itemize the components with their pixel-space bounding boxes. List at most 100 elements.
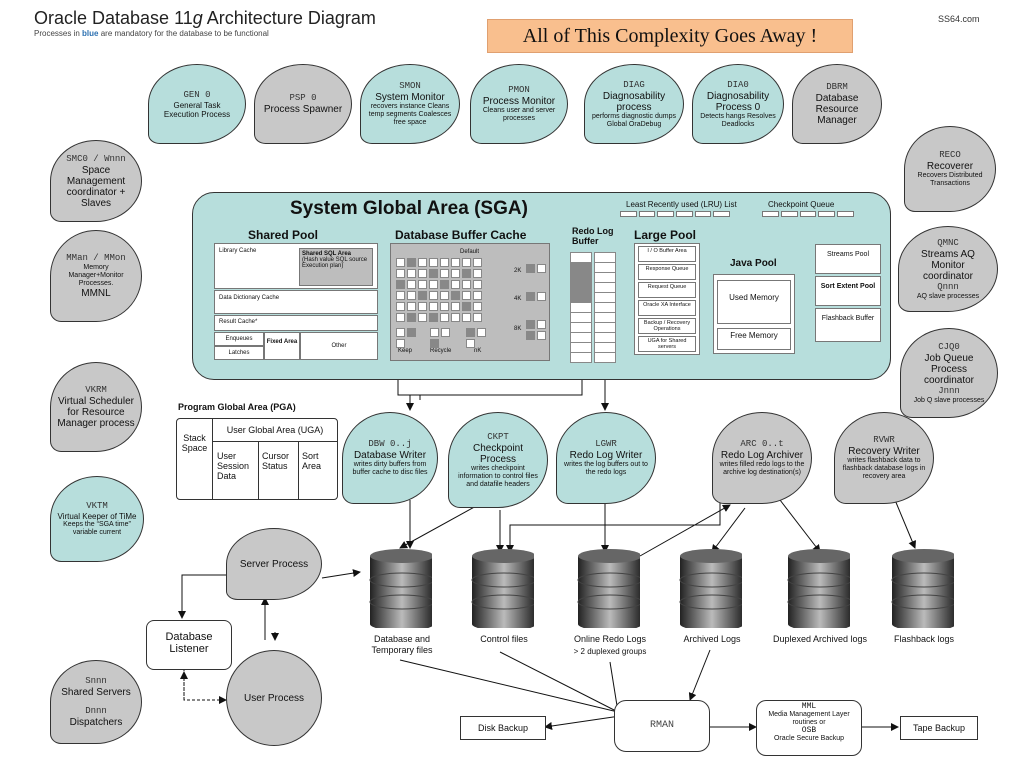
buffer-block	[462, 302, 471, 311]
process-diag: DIAG Diagnosability process performs dia…	[584, 64, 684, 144]
buffer-block	[429, 269, 438, 278]
process-subcode: Jnnn	[938, 385, 960, 396]
buffer-block	[430, 339, 439, 348]
buffer-cache-title: Database Buffer Cache	[395, 228, 527, 242]
process-desc: writes filled redo logs to the archive l…	[719, 461, 805, 476]
buffer-block	[462, 280, 471, 289]
process-desc: Cleans user and server processes	[482, 107, 556, 122]
buffer-block	[407, 302, 416, 311]
shared-sql-desc: (Hash value SQL source Execution plan)	[302, 257, 368, 269]
pga-title: Program Global Area (PGA)	[178, 402, 296, 412]
process-rvwr: RVWR Recovery Writer writes flashback da…	[834, 412, 934, 504]
large-pool-item: I / O Buffer Area	[638, 246, 696, 262]
file-label: Archived Logs	[683, 634, 741, 644]
shared-sql-area: Shared SQL Area (Hash value SQL source E…	[299, 248, 373, 286]
shared-pool-title: Shared Pool	[248, 228, 319, 242]
large-pool-title: Large Pool	[634, 228, 697, 242]
buffer-block	[537, 292, 546, 301]
process-name: Diagnosability process	[602, 90, 666, 113]
buffer-block	[396, 269, 405, 278]
process-code: CKPT	[487, 431, 509, 442]
buffer-block	[451, 302, 460, 311]
dispatchers-name: Dispatchers	[69, 717, 123, 728]
database-disk-icon	[369, 549, 432, 628]
checkpoint-queue-label: Checkpoint Queue	[768, 200, 835, 209]
buffer-block	[418, 269, 427, 278]
buffer-block	[473, 302, 482, 311]
buffer-block	[466, 339, 475, 348]
process-gen0: GEN 0 General Task Execution Process	[148, 64, 246, 144]
nk-label: nK	[474, 348, 482, 354]
buffer-block	[462, 258, 471, 267]
buffer-block	[440, 291, 449, 300]
osb-label: Oracle Secure Backup	[773, 735, 845, 742]
process-code: DBRM	[826, 82, 848, 92]
keep-label: Keep	[398, 348, 413, 354]
process-desc: recovers instance Cleans temp segments C…	[368, 103, 452, 126]
process-psp0: PSP 0 Process Spawner	[254, 64, 352, 144]
file-label: Database and Temporary files	[371, 634, 433, 655]
process-code: GEN 0	[183, 89, 211, 100]
process-name: Virtual Keeper of TiMe	[57, 512, 137, 521]
database-disk-icon	[679, 549, 742, 628]
process-name: Job Queue Process coordinator	[923, 352, 975, 386]
page-title: Oracle Database 11g Architecture Diagram	[34, 8, 376, 28]
process-desc: Recovers Distributed Transactions	[917, 172, 983, 187]
file-label: Online Redo Logs	[573, 634, 647, 644]
buffer-block	[451, 313, 460, 322]
cursor-status: Cursor Status	[259, 441, 299, 499]
latches: Latches	[214, 346, 264, 360]
buffer-block	[418, 313, 427, 322]
database-disk-icon	[471, 549, 534, 628]
process-code: DBW 0..j	[368, 439, 412, 449]
process-code: ARC 0..t	[740, 439, 784, 449]
shared-sql-label: Shared SQL Area	[302, 251, 352, 257]
streams-pool: Streams Pool	[815, 244, 881, 274]
process-code: VKTM	[86, 501, 108, 511]
mml-code: MML	[801, 702, 817, 711]
buffer-block	[429, 280, 438, 289]
process-mman: MMan / MMon Memory Manager+Monitor Proce…	[50, 230, 142, 322]
process-smc0: SMC0 / Wnnn Space Management coordinator…	[50, 140, 142, 222]
process-name: Recovery Writer	[848, 446, 920, 457]
buffer-block	[429, 313, 438, 322]
sort-extent-pool: Sort Extent Pool	[815, 276, 881, 306]
other-area: Other	[300, 332, 378, 360]
page-subtitle: Processes in blue are mandatory for the …	[34, 29, 269, 38]
database-disk-icon	[787, 549, 850, 628]
process-dia0: DIA0 Diagnosability Process 0 Detects ha…	[692, 64, 784, 144]
process-name: Redo Log Writer	[569, 450, 643, 461]
server-process-label: Server Process	[239, 558, 309, 570]
buffer-block	[440, 280, 449, 289]
used-memory: Used Memory	[717, 280, 791, 324]
buffer-block	[407, 280, 416, 289]
process-desc: writes checkpoint information to control…	[458, 464, 538, 488]
user-process: User Process	[226, 650, 322, 746]
server-process: Server Process	[226, 528, 322, 600]
process-desc: Keeps the “SGA time” variable current	[63, 521, 131, 536]
process-name: Process Monitor	[482, 96, 556, 107]
process-desc: performs diagnostic dumps Global OraDebu…	[591, 112, 677, 128]
buffer-block	[526, 320, 535, 329]
free-memory: Free Memory	[717, 328, 791, 350]
buffer-block	[466, 328, 475, 337]
large-pool-item: Request Queue	[638, 282, 696, 298]
buffer-block	[418, 291, 427, 300]
process-desc: writes the log buffers out to the redo l…	[564, 461, 648, 476]
buffer-block	[429, 302, 438, 311]
buffer-block	[429, 258, 438, 267]
process-dbw: DBW 0..j Database Writer writes dirty bu…	[342, 412, 438, 504]
file-label: Duplexed Archived logs	[772, 634, 868, 644]
osb-code: OSB	[801, 726, 817, 735]
process-lgwr: LGWR Redo Log Writer writes the log buff…	[556, 412, 656, 504]
buffer-block	[440, 302, 449, 311]
buffer-block	[396, 258, 405, 267]
process-vkrm: VKRM Virtual Scheduler for Resource Mana…	[50, 362, 142, 452]
process-name: Recoverer	[926, 161, 974, 172]
user-process-label: User Process	[243, 692, 304, 704]
buffer-block	[407, 269, 416, 278]
buffer-block	[473, 313, 482, 322]
process-smon: SMON System Monitor recovers instance Cl…	[360, 64, 460, 144]
process-vktm: VKTM Virtual Keeper of TiMe Keeps the “S…	[50, 476, 144, 562]
process-code: VKRM	[85, 385, 107, 395]
